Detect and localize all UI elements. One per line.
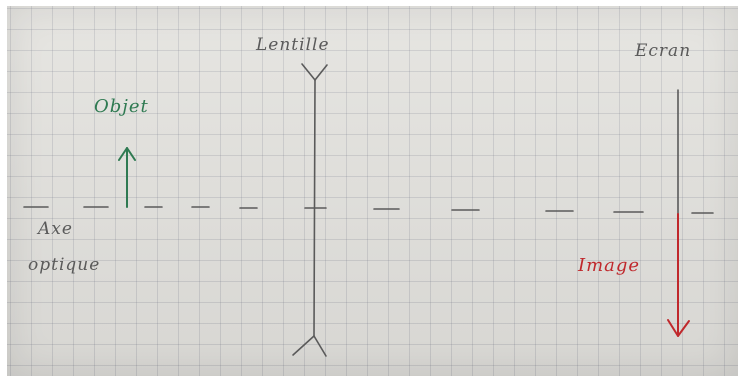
axis-label-line1: Axe — [38, 219, 73, 239]
image-arrow — [667, 213, 690, 337]
screen-label: Ecran — [635, 41, 692, 61]
graph-paper-background — [7, 6, 738, 376]
lens-label: Lentille — [256, 35, 330, 55]
image-label: Image — [578, 255, 641, 276]
axis-label-line2: optique — [28, 255, 101, 275]
lens-symbol — [292, 63, 328, 357]
object-arrow — [118, 147, 136, 208]
optical-axis — [23, 206, 714, 214]
object-label: Objet — [94, 96, 149, 117]
